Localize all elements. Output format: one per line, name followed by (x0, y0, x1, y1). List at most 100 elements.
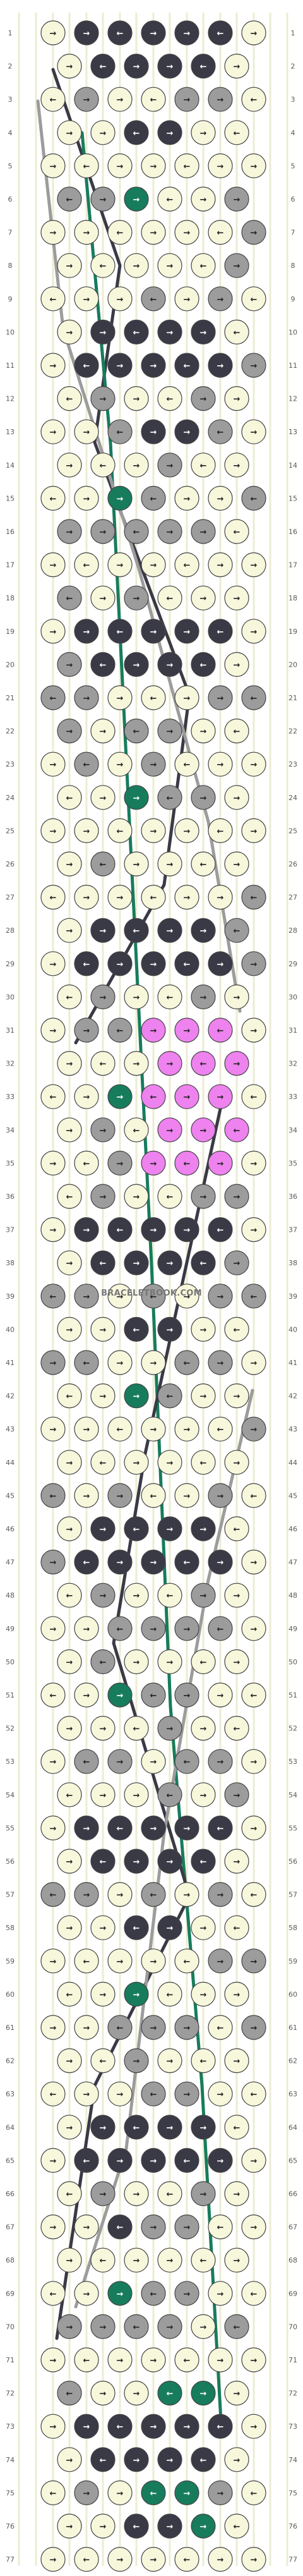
right-arrow-icon: → (66, 1725, 73, 1734)
knot: → (157, 2447, 182, 2472)
left-arrow-icon: ← (50, 1691, 57, 1701)
knot: → (124, 453, 149, 478)
row-number-left: 22 (6, 727, 15, 736)
right-arrow-icon: → (117, 760, 124, 770)
knot: → (141, 552, 166, 578)
row-number-right: 19 (288, 628, 297, 636)
left-arrow-icon: ← (133, 129, 140, 138)
knot: → (208, 552, 233, 578)
row-number-right: 13 (288, 428, 297, 436)
right-arrow-icon: → (100, 1990, 107, 2000)
row-number-right: 38 (288, 1259, 297, 1267)
right-arrow-icon: → (50, 1558, 57, 1568)
left-arrow-icon: ← (167, 2190, 174, 2199)
row-number-right: 9 (291, 295, 295, 303)
knot: → (107, 2480, 133, 2505)
left-arrow-icon: ← (117, 1026, 124, 1036)
left-arrow-icon: ← (184, 1758, 191, 1767)
knot: ← (224, 918, 249, 943)
row-number-right: 31 (288, 1026, 297, 1035)
left-arrow-icon: ← (234, 2323, 241, 2332)
knot: → (241, 1150, 266, 1176)
knot: → (40, 220, 66, 245)
knot: ← (141, 685, 166, 710)
right-arrow-icon: → (167, 2057, 174, 2067)
knot: → (57, 120, 82, 145)
right-arrow-icon: → (217, 95, 224, 105)
knot: ← (157, 186, 182, 212)
right-arrow-icon: → (167, 2256, 174, 2266)
right-arrow-icon: → (150, 2422, 157, 2432)
knot: → (107, 2148, 133, 2173)
knot: ← (241, 2081, 266, 2106)
row-number-right: 36 (288, 1193, 297, 1201)
right-arrow-icon: → (200, 2522, 207, 2532)
knot: ← (241, 1682, 266, 1708)
right-arrow-icon: → (167, 1126, 174, 1136)
left-arrow-icon: ← (217, 2422, 224, 2432)
row-number-left: 72 (6, 2390, 15, 2398)
knot: → (141, 2148, 166, 2173)
left-arrow-icon: ← (184, 2356, 191, 2366)
left-arrow-icon: ← (234, 1126, 241, 1136)
knot: → (208, 1350, 233, 1375)
knot: ← (107, 1815, 133, 1840)
left-arrow-icon: ← (184, 2156, 191, 2166)
knot: → (241, 20, 266, 46)
left-arrow-icon: ← (100, 1658, 107, 1667)
left-arrow-icon: ← (150, 1891, 157, 1900)
knot: → (174, 2015, 199, 2040)
knot: ← (57, 386, 82, 411)
knot: → (208, 485, 233, 511)
knot: → (74, 2215, 99, 2240)
left-arrow-icon: ← (66, 1193, 73, 1202)
knot: → (208, 1084, 233, 1109)
knot: → (57, 2447, 82, 2472)
knot: → (74, 1416, 99, 1442)
knot: → (208, 286, 233, 312)
left-arrow-icon: ← (217, 2223, 224, 2233)
right-arrow-icon: → (217, 1492, 224, 1501)
row-number-left: 73 (6, 2422, 15, 2431)
row-number-right: 58 (288, 1924, 297, 1932)
left-arrow-icon: ← (66, 2190, 73, 2199)
knot: ← (191, 1250, 216, 1275)
knot: ← (174, 1550, 199, 1575)
knot: ← (141, 884, 166, 910)
knot: → (107, 87, 133, 112)
knot: ← (141, 1682, 166, 1708)
right-arrow-icon: → (50, 960, 57, 969)
knot: → (40, 2015, 66, 2040)
row-number-left: 37 (6, 1226, 15, 1234)
right-arrow-icon: → (150, 2356, 157, 2366)
left-arrow-icon: ← (100, 262, 107, 271)
left-arrow-icon: ← (167, 1591, 174, 1601)
knot: ← (90, 453, 116, 478)
knot: ← (157, 785, 182, 810)
right-arrow-icon: → (133, 2256, 140, 2266)
right-arrow-icon: → (117, 1957, 124, 1967)
knot: → (74, 2015, 99, 2040)
knot: → (141, 751, 166, 777)
knot: → (107, 2347, 133, 2372)
left-arrow-icon: ← (234, 528, 241, 537)
knot: → (124, 2381, 149, 2406)
knot: → (74, 2081, 99, 2106)
right-arrow-icon: → (83, 694, 90, 703)
knot: ← (107, 619, 133, 644)
right-arrow-icon: → (167, 727, 174, 737)
right-arrow-icon: → (217, 162, 224, 171)
knot: ← (74, 2347, 99, 2372)
row-number-right: 64 (288, 2123, 297, 2132)
knot: → (224, 453, 249, 478)
knot: → (40, 2148, 66, 2173)
knot: → (40, 1350, 66, 1375)
right-arrow-icon: → (117, 694, 124, 703)
knot: ← (191, 453, 216, 478)
knot: → (90, 1316, 116, 1342)
row-number-right: 63 (288, 2090, 297, 2098)
knot: ← (90, 1050, 116, 1076)
right-arrow-icon: → (100, 2123, 107, 2133)
left-arrow-icon: ← (184, 361, 191, 371)
